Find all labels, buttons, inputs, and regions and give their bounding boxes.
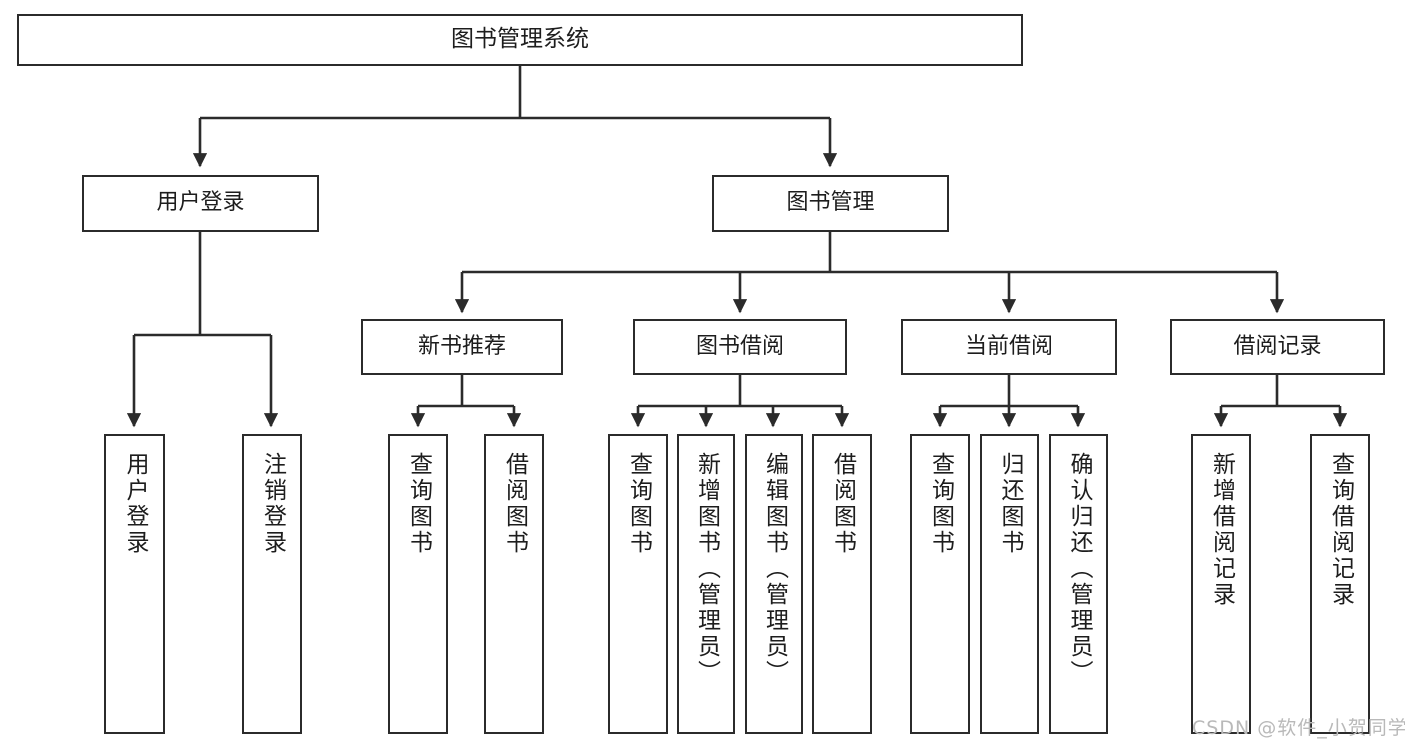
node-current-borrow-label: 当前借阅	[964, 333, 1053, 359]
leaf-query-record[interactable]: 查询借阅记录	[1310, 434, 1370, 734]
leaf-borrow-book-2-label: 借阅图书	[829, 452, 856, 556]
node-book-borrow[interactable]: 图书借阅	[633, 319, 847, 375]
leaf-user-login[interactable]: 用户登录	[104, 434, 165, 734]
leaf-query-record-label: 查询借阅记录	[1327, 452, 1354, 608]
leaf-add-book-label: 新增图书（管理员）	[693, 452, 720, 686]
leaf-logout-login-label: 注销登录	[259, 452, 286, 556]
leaf-add-book[interactable]: 新增图书（管理员）	[677, 434, 735, 734]
leaf-query-book-3-label: 查询图书	[927, 452, 954, 556]
leaf-query-book-2[interactable]: 查询图书	[608, 434, 668, 734]
leaf-confirm-return[interactable]: 确认归还（管理员）	[1049, 434, 1108, 734]
leaf-return-book-label: 归还图书	[997, 452, 1023, 556]
node-book-borrow-label: 图书借阅	[695, 333, 784, 359]
leaf-query-book-1-label: 查询图书	[405, 452, 432, 556]
node-user-login[interactable]: 用户登录	[82, 175, 319, 232]
node-current-borrow[interactable]: 当前借阅	[901, 319, 1117, 375]
leaf-query-book-3[interactable]: 查询图书	[910, 434, 970, 734]
leaf-query-book-2-label: 查询图书	[625, 452, 652, 556]
leaf-user-login-label: 用户登录	[122, 452, 148, 556]
leaf-return-book[interactable]: 归还图书	[980, 434, 1039, 734]
node-book-management-label: 图书管理	[786, 190, 875, 216]
node-root-label: 图书管理系统	[451, 26, 589, 53]
leaf-add-record-label: 新增借阅记录	[1208, 452, 1235, 608]
leaf-borrow-book-1-label: 借阅图书	[501, 452, 528, 556]
leaf-edit-book-label: 编辑图书（管理员）	[761, 452, 788, 686]
node-new-book-recommend[interactable]: 新书推荐	[361, 319, 563, 375]
leaf-logout-login[interactable]: 注销登录	[242, 434, 302, 734]
node-borrow-record-label: 借阅记录	[1233, 333, 1322, 359]
node-borrow-record[interactable]: 借阅记录	[1170, 319, 1385, 375]
node-new-book-recommend-label: 新书推荐	[417, 333, 506, 359]
leaf-query-book-1[interactable]: 查询图书	[388, 434, 448, 734]
node-root[interactable]: 图书管理系统	[17, 14, 1023, 66]
leaf-borrow-book-1[interactable]: 借阅图书	[484, 434, 544, 734]
node-book-management[interactable]: 图书管理	[712, 175, 949, 232]
csdn-watermark: CSDN @软件_小贺同学	[1192, 717, 1405, 739]
leaf-confirm-return-label: 确认归还（管理员）	[1066, 452, 1092, 686]
leaf-edit-book[interactable]: 编辑图书（管理员）	[745, 434, 803, 734]
leaf-borrow-book-2[interactable]: 借阅图书	[812, 434, 872, 734]
leaf-add-record[interactable]: 新增借阅记录	[1191, 434, 1251, 734]
node-user-login-label: 用户登录	[156, 190, 245, 216]
